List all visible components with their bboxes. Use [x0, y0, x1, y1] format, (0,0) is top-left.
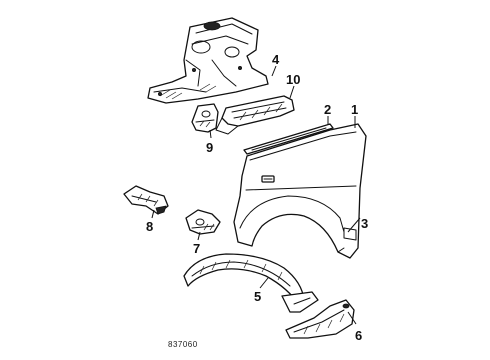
callout-8: 8 [146, 219, 153, 234]
part-8-bracket [123, 185, 169, 215]
callout-2: 2 [324, 102, 331, 117]
callout-7: 7 [193, 241, 200, 256]
leader-lines [151, 65, 361, 325]
callout-6: 6 [355, 328, 362, 343]
part-10-reinforcement [215, 95, 295, 135]
part-1-fender [233, 123, 367, 259]
callout-5: 5 [254, 289, 261, 304]
part-2-seal-strip [243, 123, 334, 155]
callout-3: 3 [361, 216, 368, 231]
part-9-bracket [191, 103, 219, 133]
part-7-bracket [185, 209, 221, 235]
callout-4: 4 [272, 52, 280, 67]
callout-1: 1 [351, 102, 358, 117]
part-4-apron-assembly [147, 17, 269, 104]
part-6-lower-bracket [285, 299, 355, 339]
part-5-fender-liner [183, 253, 319, 313]
diagram-code: 837060 [168, 340, 198, 349]
callout-9: 9 [206, 140, 213, 155]
callout-10: 10 [286, 72, 300, 87]
